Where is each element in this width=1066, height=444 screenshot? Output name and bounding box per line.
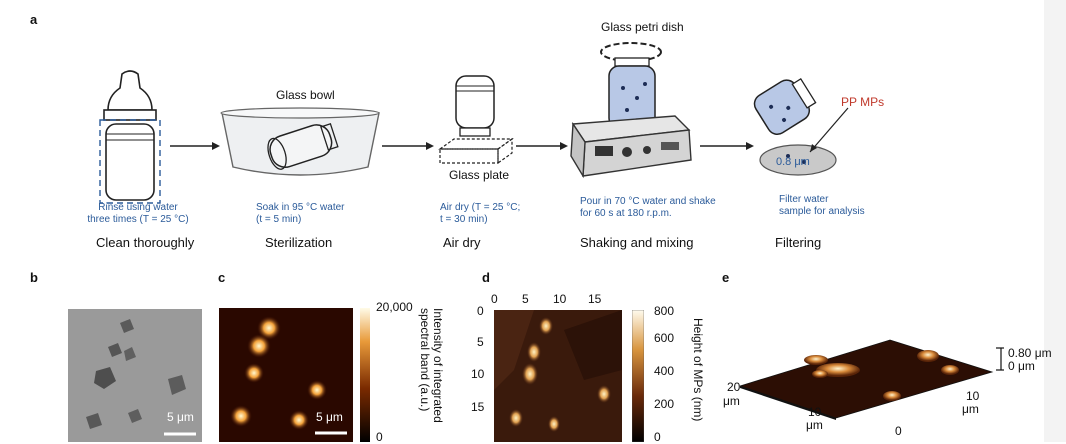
step-3-note: Air dry (T = 25 °C; t = 30 min) [440, 202, 560, 226]
z-scale-bar [996, 347, 1004, 371]
note-line: three times (T = 25 °C) [87, 214, 189, 225]
step-1-note: Rinse using water three times (T = 25 °C… [78, 202, 198, 226]
x-tick: 10 [553, 292, 567, 306]
right-axis-unit: μm [962, 402, 979, 416]
optical-micrograph [68, 309, 202, 442]
glass-bowl-icon [220, 107, 380, 176]
pp-mps-label: PP MPs [841, 95, 885, 109]
right-axis-tick: 10 [966, 389, 980, 403]
left-axis-tick: 20 [727, 380, 741, 394]
arrow-icon [170, 142, 220, 150]
y-tick: 15 [471, 400, 485, 414]
note-line: Filter water [779, 194, 829, 205]
note-line: Pour in 70 °C water and shake [580, 196, 716, 207]
inverted-bottle-icon [455, 75, 495, 137]
right-axis-zero: 0 [895, 424, 902, 438]
note-line: for 60 s at 180 r.p.m. [580, 208, 672, 219]
z-min-label: 0 μm [1008, 359, 1035, 373]
shaker-icon [570, 42, 692, 179]
raman-map [219, 308, 353, 442]
colorbar-c-title: Intensity of integrated spectral band (a… [418, 308, 445, 423]
glass-bowl-label: Glass bowl [276, 88, 335, 102]
panel-e-label: e [722, 270, 730, 285]
x-tick: 0 [491, 292, 498, 306]
arrow-icon [382, 142, 434, 150]
colorbar-d-tick: 800 [654, 304, 675, 318]
step-4-note: Pour in 70 °C water and shake for 60 s a… [580, 196, 740, 220]
x-tick: 15 [588, 292, 602, 306]
note-line: sample for analysis [779, 206, 865, 217]
colorbar-d-title: Height of MPs (nm) [691, 318, 705, 422]
x-tick: 5 [522, 292, 529, 306]
glass-plate-icon [438, 137, 514, 165]
step-1-title: Clean thoroughly [96, 235, 195, 250]
afm-3d-surface [740, 339, 994, 420]
step-4-title: Shaking and mixing [580, 235, 694, 250]
note-line: (t = 5 min) [256, 214, 302, 225]
colorbar-d-tick: 200 [654, 397, 675, 411]
baby-bottle-icon [99, 70, 161, 204]
panel-c-label: c [218, 270, 226, 285]
front-axis-unit: μm [806, 418, 823, 432]
panel-a-label: a [30, 12, 38, 27]
glass-plate-label: Glass plate [449, 168, 510, 182]
petri-dish-label: Glass petri dish [601, 20, 684, 34]
note-line: t = 30 min) [440, 214, 488, 225]
page-edge [1044, 0, 1066, 442]
step-2-note: Soak in 95 °C water (t = 5 min) [256, 202, 376, 226]
note-line: Soak in 95 °C water [256, 202, 345, 213]
colorbar-c-max: 20,000 [376, 300, 413, 314]
arrow-icon [516, 142, 568, 150]
y-tick: 5 [477, 335, 484, 349]
z-max-label: 0.80 μm [1008, 346, 1052, 360]
arrow-icon [700, 142, 754, 150]
colorbar-title-line: Height of MPs (nm) [691, 318, 705, 422]
afm-height-map [494, 310, 622, 442]
scale-bar-c: 5 μm [316, 410, 343, 424]
colorbar-title-line: spectral band (a.u.) [418, 308, 432, 412]
colorbar-c [360, 308, 370, 442]
colorbar-c-min: 0 [376, 430, 383, 444]
front-axis-tick: 10 [808, 405, 822, 419]
panel-b-label: b [30, 270, 38, 285]
left-axis-unit: μm [723, 394, 740, 408]
colorbar-d-tick: 400 [654, 364, 675, 378]
colorbar-title-line: Intensity of integrated [431, 308, 445, 423]
scale-bar-b: 5 μm [167, 410, 194, 424]
step-3-title: Air dry [443, 235, 481, 250]
step-2-title: Sterilization [265, 235, 333, 250]
step-5-title: Filtering [775, 235, 822, 250]
note-line: Air dry (T = 25 °C; [440, 202, 521, 213]
panel-d-label: d [482, 270, 490, 285]
pore-size-label: 0.8 μm [776, 156, 810, 168]
y-tick: 10 [471, 367, 485, 381]
filter-icon [753, 77, 849, 176]
step-5-note: Filter water sample for analysis [779, 194, 899, 218]
colorbar-d-tick: 0 [654, 430, 661, 444]
y-tick: 0 [477, 304, 484, 318]
colorbar-d-tick: 600 [654, 331, 675, 345]
note-line: Rinse using water [98, 202, 178, 213]
colorbar-d [632, 310, 644, 442]
